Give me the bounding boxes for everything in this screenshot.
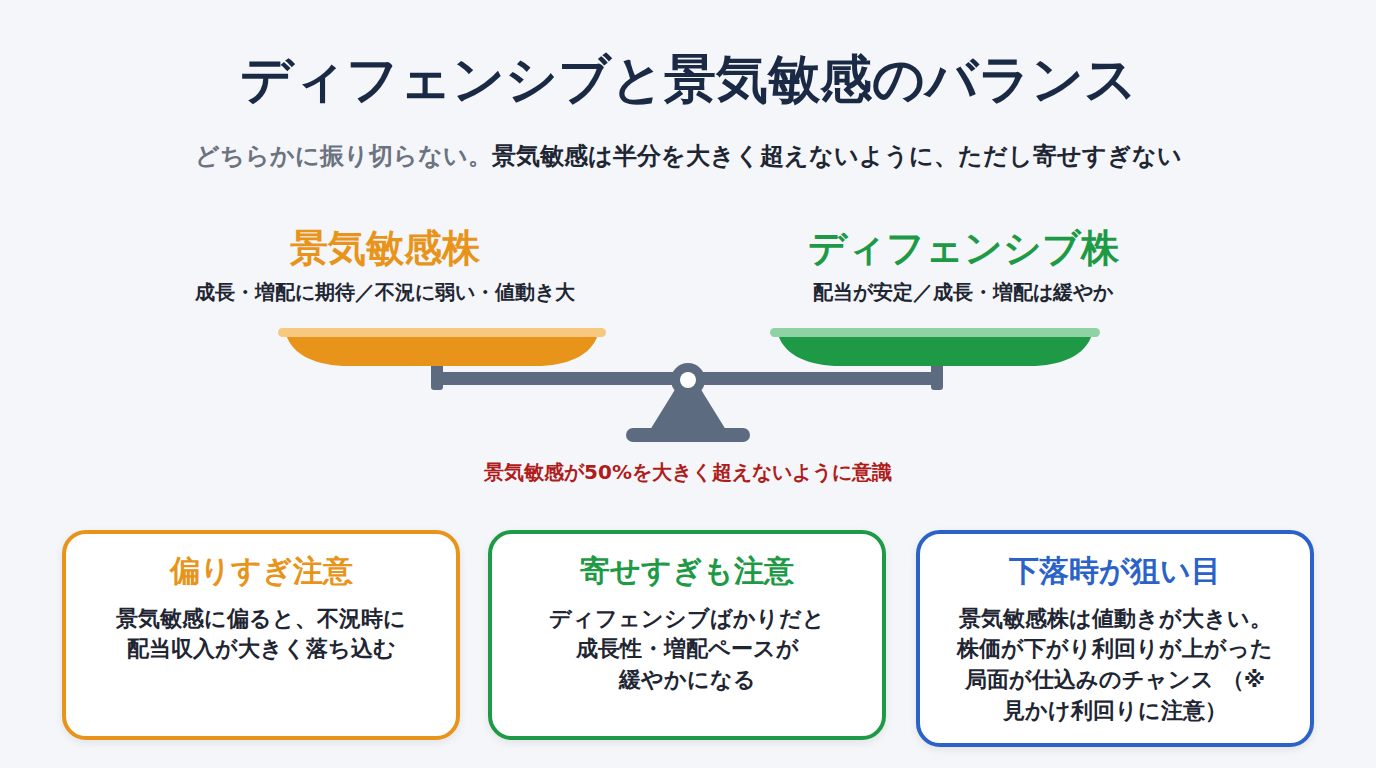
- node-heading: 景気敏感株: [160, 226, 610, 272]
- pan-bowl: [778, 334, 1092, 366]
- pan-rim: [278, 328, 606, 337]
- note-box: 寄せすぎも注意ディフェンシブばかりだと 成長性・増配ペースが 緩やかになる: [488, 530, 886, 740]
- pan-shape: [278, 326, 606, 370]
- pan-bowl: [286, 334, 598, 366]
- subtitle-lead: どちらかに振り切らない。: [195, 142, 492, 170]
- note-box: 偏りすぎ注意景気敏感に偏ると、不況時に 配当収入が大きく落ち込む: [62, 530, 460, 740]
- subtitle-row: どちらかに振り切らない。景気敏感は半分を大きく超えないように、ただし寄せすぎない: [0, 140, 1376, 174]
- balance-note: 景気敏感が50%を大きく超えないように意識: [0, 458, 1376, 486]
- pivot-hole: [680, 372, 696, 388]
- note-box: 下落時が狙い目景気敏感株は値動きが大きい。 株価が下がり利回りが上がった 局面が…: [916, 530, 1314, 747]
- pivot: [671, 363, 705, 397]
- node-heading: ディフェンシブ株: [738, 226, 1188, 272]
- subtitle-main: 景気敏感は半分を大きく超えないように、ただし寄せすぎない: [492, 142, 1182, 170]
- node-body: 景気敏感に偏ると、不況時に 配当収入が大きく落ち込む: [86, 604, 436, 666]
- left-hanger: [431, 362, 443, 390]
- node-heading: 偏りすぎ注意: [170, 552, 353, 590]
- scale-pan: 景気敏感株成長・増配に期待／不況に弱い・値動き大: [160, 226, 610, 368]
- scale-frame: [431, 362, 943, 442]
- node-body: 景気敏感株は値動きが大きい。 株価が下がり利回りが上がった 局面が仕込みのチャン…: [940, 604, 1290, 727]
- node-heading: 寄せすぎも注意: [580, 552, 794, 590]
- node-body: ディフェンシブばかりだと 成長性・増配ペースが 緩やかになる: [512, 604, 862, 696]
- node-heading: 下落時が狙い目: [1009, 552, 1221, 590]
- scale-pan: ディフェンシブ株配当が安定／成長・増配は緩やか: [738, 226, 1188, 368]
- node-body: 配当が安定／成長・増配は緩やか: [738, 278, 1188, 306]
- pan-shape: [770, 326, 1100, 370]
- title: ディフェンシブと景気敏感のバランス: [0, 48, 1376, 110]
- fulcrum-base: [626, 428, 750, 442]
- node-body: 成長・増配に期待／不況に弱い・値動き大: [160, 278, 610, 306]
- pan-rim: [770, 328, 1100, 337]
- right-hanger: [931, 362, 943, 390]
